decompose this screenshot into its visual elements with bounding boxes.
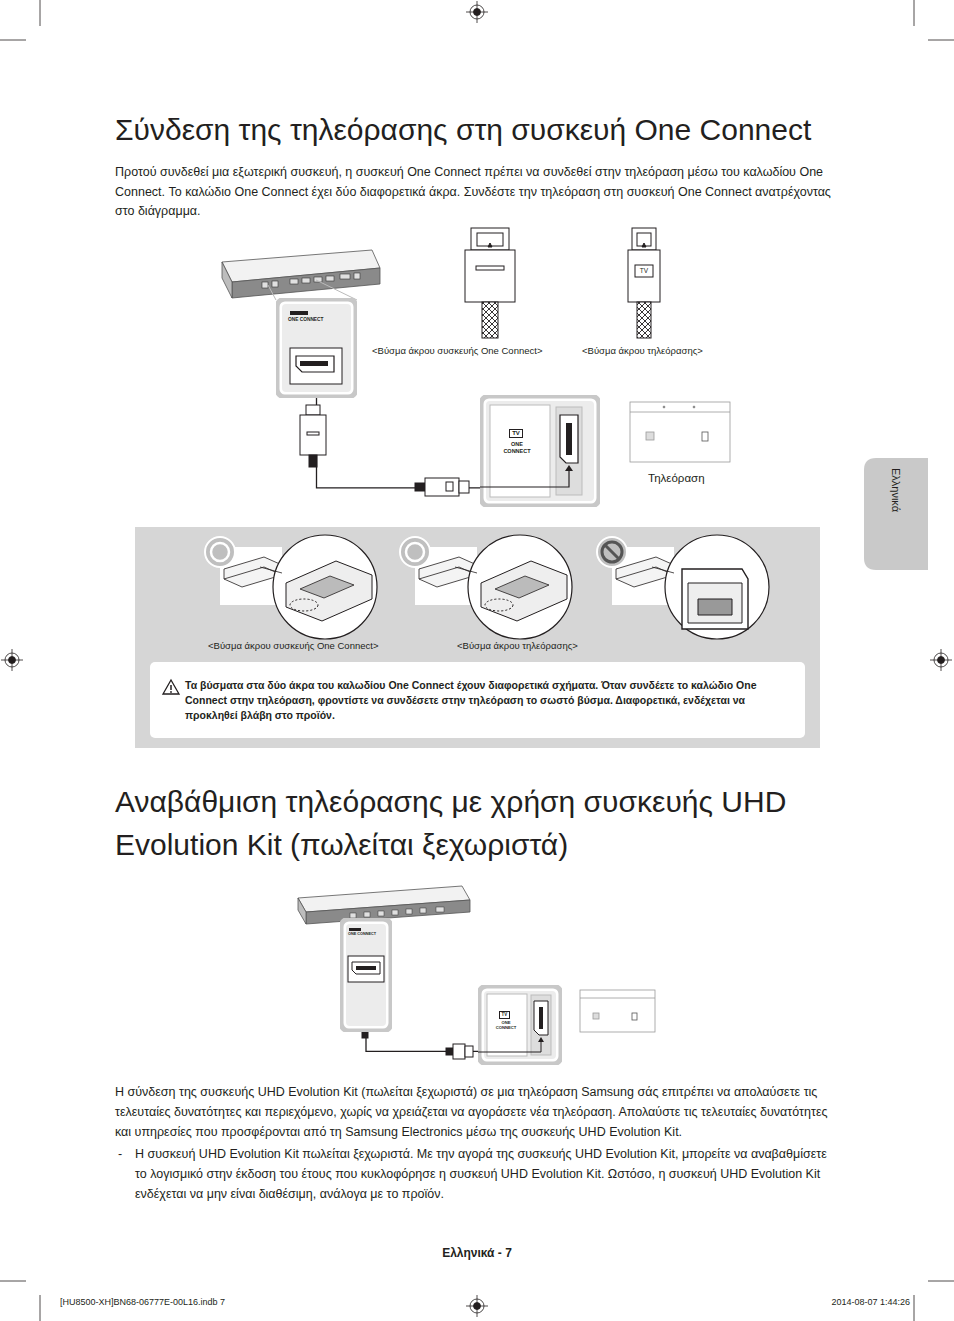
intro-paragraph: Προτού συνδεθεί μια εξωτερική συσκευή, η… — [115, 163, 833, 222]
node-text: TV — [499, 1011, 510, 1019]
plug-marking: TV — [637, 267, 651, 275]
plug-tv-end — [628, 228, 660, 338]
node-text: Ελληνικά — [889, 434, 903, 546]
bullet-text: Η συσκευή UHD Evolution Kit πωλείται ξεχ… — [135, 1144, 833, 1204]
port-inset: TVONE CONNECT — [478, 985, 562, 1065]
one-connect-device — [222, 250, 380, 298]
tv-rear — [580, 990, 655, 1032]
section-heading: Αναβάθμιση τηλεόρασης με χρήση συσκευής … — [115, 780, 805, 866]
plug-one-connect-end — [465, 228, 515, 338]
body-paragraph: Η σύνδεση της συσκευής UHD Evolution Kit… — [115, 1082, 833, 1142]
node-text: TV — [509, 429, 523, 438]
tv-rear — [630, 402, 730, 462]
info-band: <Βύσμα άκρου συσκευής One Connect> <Βύσμα… — [135, 527, 820, 748]
node-text: <Βύσμα άκρου τηλεόρασης> — [457, 640, 592, 652]
registration-mark — [466, 1, 488, 23]
node-drawing — [478, 985, 562, 1065]
language-tab: Ελληνικά — [864, 458, 928, 570]
node-text: ONE CONNECT — [492, 1020, 520, 1030]
port-inset: TV ONE CONNECT — [480, 395, 600, 507]
node-drawing — [276, 298, 357, 398]
node-text: ONE CONNECT — [502, 441, 532, 454]
warning-box: Τα βύσματα στα δύο άκρα του καλωδίου One… — [150, 662, 805, 738]
plug-caption: <Βύσμα άκρου συσκευής One Connect> — [372, 345, 557, 357]
print-info: [HU8500-XH]BN68-06777E-00L16.indb 7 — [60, 1297, 360, 1308]
node-text: ONE CONNECT — [288, 317, 324, 323]
node-text: Τα βύσματα στα δύο άκρα του καλωδίου One… — [185, 678, 795, 723]
print-info: 2014-08-07 1:44:26 — [760, 1297, 910, 1308]
tv-label: Τηλεόραση — [648, 471, 738, 485]
plug-caption: <Βύσμα άκρου τηλεόρασης> — [582, 345, 717, 357]
node-drawing — [480, 395, 600, 507]
node-text: ONE CONNECT — [348, 932, 378, 936]
port-inset: ONE CONNECT — [340, 918, 392, 1032]
page-heading: Σύνδεση της τηλεόρασης στη συσκευή One C… — [115, 112, 875, 148]
cable-plug — [300, 405, 469, 496]
cable-connector — [317, 398, 481, 488]
page-number: Ελληνικά - 7 — [377, 1246, 577, 1261]
port-inset: ONE CONNECT — [276, 298, 357, 398]
bullet-dash: - — [118, 1144, 128, 1164]
node-text: <Βύσμα άκρου συσκευής One Connect> — [208, 640, 398, 652]
